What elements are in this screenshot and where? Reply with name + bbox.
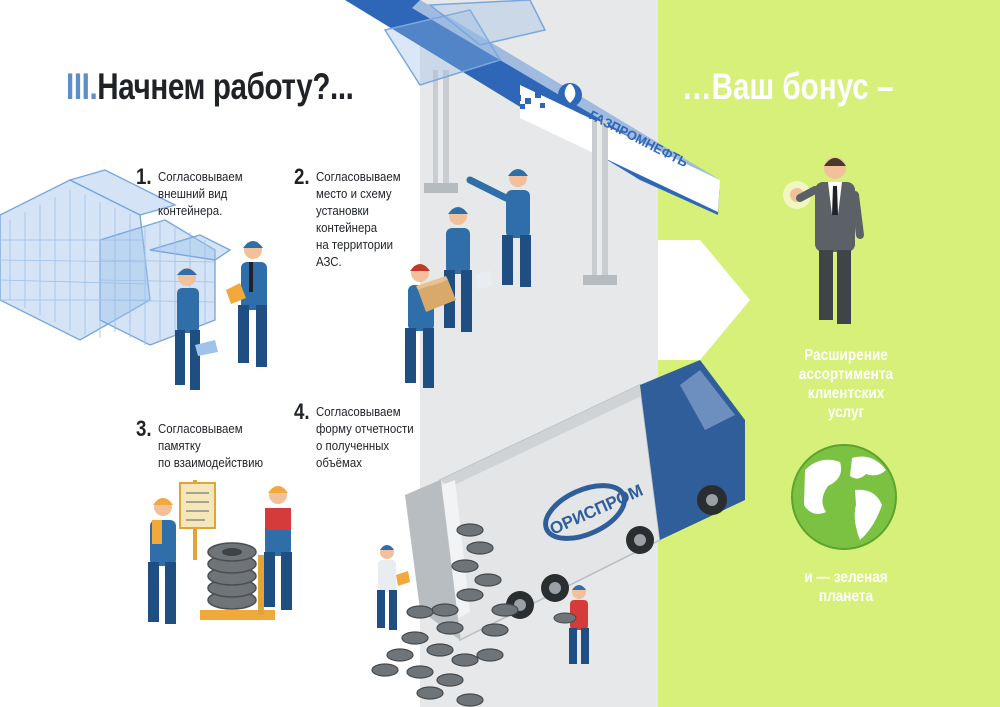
gas-station-canopy [345,0,720,285]
step-number: 1. [136,164,152,189]
page-title: III.Начнем работу?... [66,66,354,108]
step-number: 4. [294,399,310,424]
transition-arrow [658,240,750,360]
bonus-title: …Ваш бонус – [682,66,894,107]
workers-step-1 [175,241,267,390]
step-text: Согласовываем внешний вид контейнера. [158,169,243,218]
step-text: Согласовываем форму отчетности о получен… [316,404,414,470]
workers-step-2 [405,169,531,388]
bonus-green-planet: и — зеленая планета [804,569,888,605]
businessman [783,157,864,324]
page-title-text: Начнем работу?... [97,66,354,107]
workers-step-3 [148,480,292,624]
tire-pile [371,523,519,707]
section-number: III. [66,66,98,107]
step-number: 2. [294,164,310,189]
step-number: 3. [136,416,152,441]
globe-icon [791,444,897,550]
bonus-panel [658,0,1000,707]
bonus-service-range: Расширение ассортимента клиентских услуг [798,347,894,421]
step-text: Согласовываем памятку по взаимодействию [158,421,264,470]
workers-step-4 [377,545,589,664]
step-text: Согласовываем место и схему установки ко… [316,169,401,269]
